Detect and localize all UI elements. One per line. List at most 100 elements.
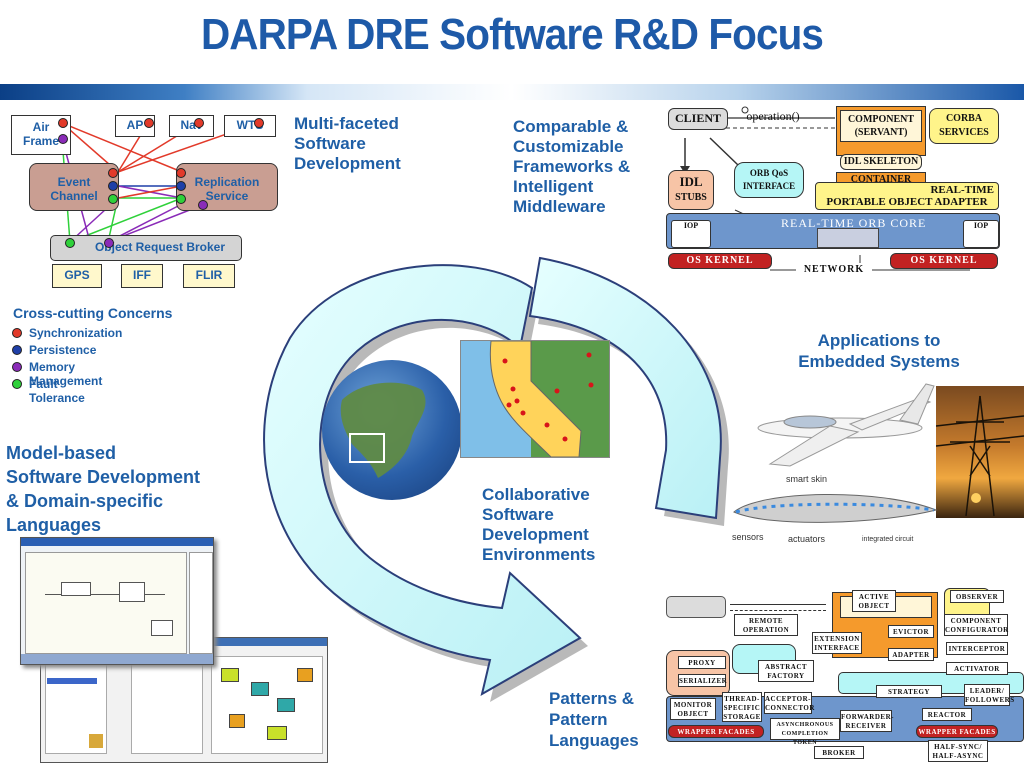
transmission-tower-icon xyxy=(935,395,1024,517)
component-line1: COMPONENT xyxy=(847,114,915,125)
cycle-arrow-right-arc xyxy=(528,256,729,526)
air-frame-box: Air Frame xyxy=(11,115,71,155)
acceptor-connector-line2: CONNECTOR xyxy=(765,704,815,712)
monitor-object-line2: OBJECT xyxy=(677,710,709,718)
proxy-label: PROXY xyxy=(688,659,716,667)
orb-qos-line2: INTERFACE xyxy=(742,181,796,191)
legend-label: Memory Management xyxy=(29,360,103,388)
california-map-shape xyxy=(489,341,609,457)
persistence-dot xyxy=(176,181,186,191)
cycle-arrow xyxy=(263,264,588,702)
idl-skeleton-box: IDL SKELETON xyxy=(840,154,922,170)
legend-label: Persistence xyxy=(29,343,97,357)
forwarder-receiver-box: FORWARDER-RECEIVER xyxy=(840,710,894,732)
observer-box: OBSERVER xyxy=(950,590,1004,603)
corba-architecture-diagram: CLIENT operation() COMPONENT (SERVANT) C… xyxy=(660,100,1024,280)
leader-followers-line2: FOLLOWERS xyxy=(965,696,1015,704)
ap-label: AP xyxy=(126,118,144,132)
orb-qos-interface-box: ORB QoS INTERFACE xyxy=(734,162,804,198)
orb-core-box: REAL-TIME ORB CORE IOP IOP xyxy=(666,213,1000,249)
multi-faceted-line1: Multi-faceted xyxy=(294,114,399,133)
patterns-label: Patterns & Pattern Languages xyxy=(549,688,639,751)
proxy-box: PROXY xyxy=(678,656,726,669)
idl-stubs-line1: IDL xyxy=(679,174,703,189)
leader-followers-box: LEADER/FOLLOWERS xyxy=(964,684,1015,706)
multi-faceted-line3: Development xyxy=(294,154,401,173)
adapter-box: ADAPTER xyxy=(888,648,934,661)
multi-faceted-line2: Software xyxy=(294,134,366,153)
comparable-label: Comparable & Customizable Frameworks & I… xyxy=(513,117,630,217)
flir-label: FLIR xyxy=(195,268,223,282)
replication-service-box: Replication Service xyxy=(176,163,278,211)
legend-dot-persistence xyxy=(12,345,22,355)
aircraft-image xyxy=(757,383,935,467)
iff-label: IFF xyxy=(133,268,151,282)
interceptor-label: INTERCEPTOR xyxy=(948,645,1006,653)
corba-services-line2: SERVICES xyxy=(939,127,989,138)
strategy-box: STRATEGY xyxy=(876,685,942,698)
half-sync-line2: HALF-ASYNC xyxy=(932,752,984,760)
wts-box: WTS xyxy=(224,115,276,137)
persistence-dot xyxy=(108,181,118,191)
iop-right-box: IOP xyxy=(963,220,999,248)
leader-followers-line1: LEADER/ xyxy=(969,687,1005,695)
collaborative-line1: Collaborative xyxy=(482,485,590,504)
client-box: CLIENT xyxy=(668,108,728,130)
connector-line xyxy=(730,604,826,605)
monitor-object-line1: MONITOR xyxy=(673,701,713,709)
evictor-label: EVICTOR xyxy=(892,628,930,636)
reactor-label: REACTOR xyxy=(927,711,967,719)
remote-operation-line1: REMOTE xyxy=(748,617,784,625)
wrapper-facades-right-label: WRAPPER FACADES xyxy=(918,728,996,736)
legend-dot-memory xyxy=(12,362,22,372)
component-servant-box: COMPONENT (SERVANT) xyxy=(836,106,926,156)
component-configurator-line1: COMPONENT xyxy=(950,617,1002,625)
applications-line1: Applications to xyxy=(817,331,941,350)
replication-line2: Service xyxy=(205,189,249,203)
wing-shape xyxy=(733,493,938,523)
evictor-box: EVICTOR xyxy=(888,625,934,638)
memory-dot xyxy=(198,200,208,210)
fault-tolerance-dot xyxy=(176,194,186,204)
comparable-line2: Customizable xyxy=(513,137,624,156)
applications-label: Applications to Embedded Systems xyxy=(776,330,982,372)
activator-box: ACTIVATOR xyxy=(946,662,1008,675)
collaborative-label: Collaborative Software Development Envir… xyxy=(482,485,595,565)
poa-label: PORTABLE OBJECT ADAPTER xyxy=(826,196,988,208)
extension-interface-line1: EXTENSION xyxy=(814,635,860,643)
memory-dot xyxy=(58,134,68,144)
forwarder-receiver-line1: FORWARDER- xyxy=(841,713,894,721)
os-kernel-left-box: OS KERNEL xyxy=(668,253,772,269)
observer-label: OBSERVER xyxy=(955,593,999,601)
serializer-label: SERIALIZER xyxy=(679,677,728,685)
collaborative-line2: Software xyxy=(482,505,554,524)
iop-left-box: IOP xyxy=(671,220,711,248)
connector-dashed-line xyxy=(730,610,826,611)
sync-dot xyxy=(176,168,186,178)
flir-box: FLIR xyxy=(183,264,235,288)
air-frame-line2: Frame xyxy=(22,134,60,148)
async-completion-line1: ASYNCHRONOUS xyxy=(776,722,834,728)
extension-interface-line2: INTERFACE xyxy=(814,644,860,652)
smart-skin-illustration: smart skin sensors actuators integrated … xyxy=(730,474,940,544)
wrapper-facades-left-box: WRAPPER FACADES xyxy=(668,725,764,738)
power-line-photo xyxy=(935,386,1024,518)
nav-box: Nav xyxy=(169,115,214,137)
iff-box: IFF xyxy=(121,264,163,288)
legend-dot-sync xyxy=(12,328,22,338)
orb-qos-line1: ORB QoS xyxy=(749,168,789,178)
client-shape xyxy=(666,596,726,618)
comparable-line1: Comparable & xyxy=(513,117,629,136)
multi-faceted-label: Multi-faceted Software Development xyxy=(294,114,401,174)
async-completion-line2: COMPLETION TOKEN xyxy=(781,731,829,746)
sync-dot xyxy=(194,118,204,128)
integrated-circuit-label: integrated circuit xyxy=(862,536,914,543)
corba-services-box: CORBA SERVICES xyxy=(929,108,999,144)
globe-image xyxy=(322,360,462,500)
